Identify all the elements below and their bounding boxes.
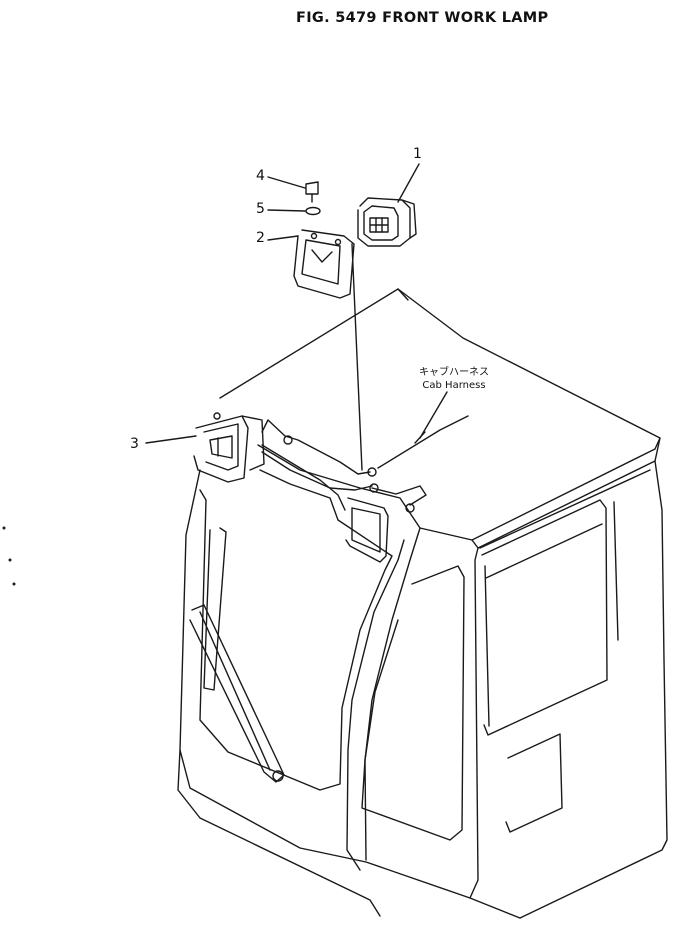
side-window-front xyxy=(361,565,465,841)
part-2-bracket-inner xyxy=(301,239,341,285)
part-4-bolt xyxy=(305,181,319,203)
cab-front-right-pillar xyxy=(346,539,405,871)
callout-3: 3 xyxy=(130,436,139,452)
lamp-mounted-bolt xyxy=(213,412,221,420)
cab-body xyxy=(177,288,668,919)
lamp-mounted-bezel xyxy=(193,415,249,483)
cab-harness-label-en: Cab Harness xyxy=(422,380,486,391)
callout-4: 4 xyxy=(256,168,265,184)
cab-side-front-pillar xyxy=(364,527,421,861)
cab-harness-wire xyxy=(377,415,469,469)
part-2-bracket-outer xyxy=(293,229,355,299)
lamp-bracket-roof xyxy=(345,497,389,563)
scan-dot-b xyxy=(8,558,12,562)
rear-corner-line xyxy=(613,501,619,641)
assembly-leader-line xyxy=(351,243,363,471)
callout-4-leader xyxy=(267,176,306,189)
cab-bottom-edge xyxy=(179,749,521,919)
part-1-lamp-side xyxy=(401,199,417,239)
cab-harness-label: キャブハーネス Cab Harness xyxy=(412,366,496,392)
cab-front-left-edge xyxy=(177,469,381,917)
cab-rear-edge xyxy=(519,460,668,919)
wiper-assembly xyxy=(189,527,285,783)
lamp-mounted-housing xyxy=(241,415,265,471)
harness-connector-b xyxy=(367,467,377,477)
wiring-harness xyxy=(261,243,469,513)
roof-bracket-inner xyxy=(351,507,381,553)
wiper-arm-inner xyxy=(199,611,271,771)
part-1-lamp-body xyxy=(357,197,411,247)
door-lower-panel xyxy=(505,733,563,833)
wiper-pivot xyxy=(272,770,284,782)
harness-connector-d xyxy=(405,503,415,513)
callout-2: 2 xyxy=(256,230,265,246)
lamp-mounted-grid xyxy=(209,435,233,459)
door-rail-inner xyxy=(485,523,603,579)
harness-connector-a xyxy=(283,435,293,445)
cab-harness-label-jp: キャブハーネス xyxy=(419,367,489,378)
part-1-lamp-lens xyxy=(363,205,399,241)
harness-wire-right xyxy=(371,485,427,506)
part-2-bracket-hole-b xyxy=(334,238,342,246)
door-top-rail xyxy=(479,469,651,549)
callout-3-leader xyxy=(145,435,197,444)
wiper-blade xyxy=(203,527,227,691)
callout-5: 5 xyxy=(256,201,265,217)
door-window xyxy=(481,499,608,736)
roof-bracket-outer xyxy=(345,497,389,563)
scan-dot-a xyxy=(2,526,6,530)
part-4-bolt-head xyxy=(305,181,319,195)
door-hinge-line xyxy=(484,565,490,727)
cab-roof-crease xyxy=(397,288,409,301)
front-windshield xyxy=(199,469,393,791)
callout-1-leader xyxy=(397,163,420,203)
cab-roof-edge xyxy=(471,437,661,549)
callout-1: 1 xyxy=(413,146,422,162)
part-2-bracket-v xyxy=(311,249,333,263)
cab-side-pillar xyxy=(469,547,479,899)
front-work-lamp-mounted xyxy=(193,412,265,483)
lamp-mounted-lens xyxy=(203,423,239,471)
harness-wire-left xyxy=(261,419,371,475)
callout-5-leader xyxy=(267,209,306,212)
cab-harness-leader xyxy=(419,391,448,439)
part-2-bracket-hole-a xyxy=(310,232,318,240)
harness-wire-lower xyxy=(261,451,373,491)
wiper-arm xyxy=(189,604,285,783)
figure-title: FIG. 5479 FRONT WORK LAMP xyxy=(296,10,549,26)
harness-connector-c xyxy=(369,483,379,493)
part-2-bracket xyxy=(293,229,355,299)
part-1-lamp xyxy=(357,197,417,247)
callout-2-leader xyxy=(267,235,299,241)
part-5-washer xyxy=(305,206,321,216)
scan-dot-c xyxy=(12,582,16,586)
